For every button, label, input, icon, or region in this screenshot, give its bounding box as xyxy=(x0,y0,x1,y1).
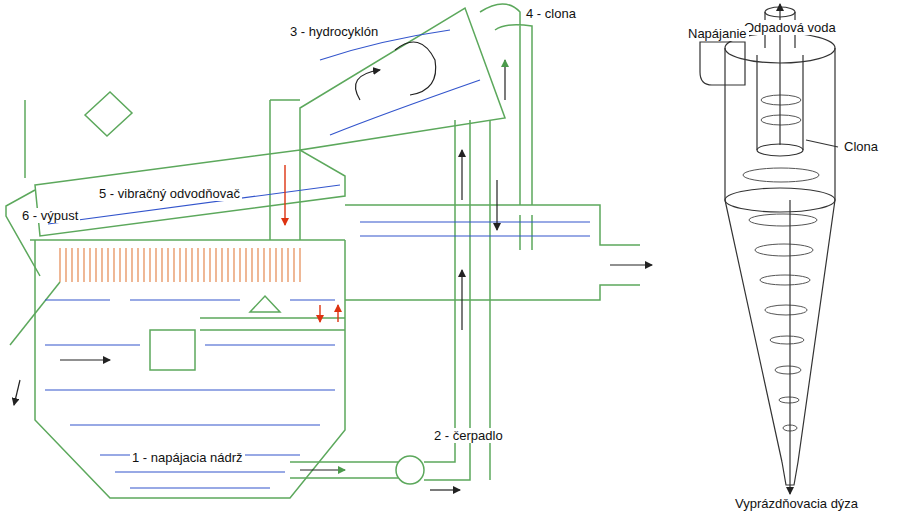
part-label: 6 - výpust xyxy=(20,208,80,223)
part-label: Clona xyxy=(842,139,880,154)
water-lines xyxy=(45,30,590,488)
part-label: 2 - čerpadlo xyxy=(432,428,505,443)
part-label: 4 - clona xyxy=(524,6,578,21)
part-label: Napájanie xyxy=(686,26,749,41)
flow-arrow xyxy=(285,165,338,322)
flow-arrow xyxy=(14,42,652,490)
part-label: 3 - hydrocyklón xyxy=(288,24,380,39)
part-label: 5 - vibračný odvodňovač xyxy=(97,186,242,201)
part-label: 1 - napájacia nádrž xyxy=(130,450,245,465)
part-label: Vyprázdňovacia dýza xyxy=(733,496,860,511)
hydrocyclone-cutaway xyxy=(700,4,838,494)
machine-outline xyxy=(6,4,640,498)
part-label: Odpadová voda xyxy=(742,20,838,35)
screen-hatching xyxy=(60,248,300,282)
